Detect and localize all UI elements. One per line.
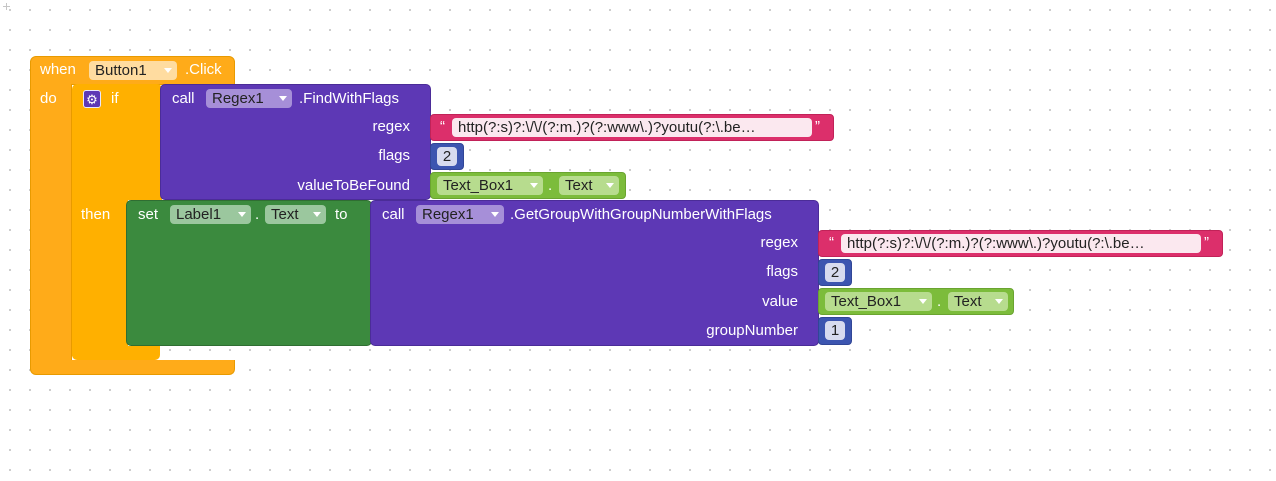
set-dot: . <box>255 206 260 223</box>
find-arg-value-label: valueToBeFound <box>297 177 410 194</box>
group-method-label: .GetGroupWithGroupNumberWithFlags <box>510 206 772 223</box>
chevron-down-icon <box>313 212 321 217</box>
find-arg-flags-label: flags <box>378 147 410 164</box>
set-label1-text-block[interactable] <box>126 200 372 346</box>
find-value-dot: . <box>548 177 553 194</box>
set-label: set <box>138 206 159 223</box>
find-with-flags-call-block[interactable] <box>160 84 431 200</box>
if-label: if <box>111 90 119 107</box>
find-regex-open-quote: “ <box>440 118 445 135</box>
group-value-component-label: Text_Box1 <box>831 293 902 310</box>
gear-icon[interactable]: ⚙ <box>83 90 101 108</box>
group-regex-text-field[interactable]: http(?:s)?:\/\/(?:m.)?(?:www\.)?youtu(?:… <box>841 234 1201 253</box>
find-regex-text-field[interactable]: http(?:s)?:\/\/(?:m.)?(?:www\.)?youtu(?:… <box>452 118 812 137</box>
when-label: when <box>40 61 76 78</box>
chevron-down-icon <box>606 183 614 188</box>
group-component-dropdown[interactable]: Regex1 <box>416 205 504 224</box>
group-arg-groupnumber-label: groupNumber <box>706 322 798 339</box>
find-value-component-dropdown[interactable]: Text_Box1 <box>437 176 543 195</box>
group-value-component-dropdown[interactable]: Text_Box1 <box>825 292 932 311</box>
chevron-down-icon <box>238 212 246 217</box>
get-group-call-block[interactable] <box>370 200 819 346</box>
find-component-dropdown[interactable]: Regex1 <box>206 89 292 108</box>
to-label: to <box>335 206 348 223</box>
then-label: then <box>81 206 111 223</box>
find-call-label: call <box>172 90 195 107</box>
find-value-property-label: Text <box>565 177 593 194</box>
group-regex-open-quote: “ <box>829 234 834 251</box>
event-block-body <box>30 84 72 362</box>
chevron-down-icon <box>491 212 499 217</box>
find-regex-close-quote: ” <box>815 118 820 135</box>
event-block-footer <box>30 360 235 375</box>
group-number-field[interactable]: 1 <box>825 321 845 340</box>
group-arg-flags-label: flags <box>766 263 798 280</box>
group-value-property-label: Text <box>954 293 982 310</box>
set-component-dropdown-label: Label1 <box>176 206 222 223</box>
chevron-down-icon <box>995 299 1003 304</box>
chevron-down-icon <box>919 299 927 304</box>
event-name-label: .Click <box>185 61 222 78</box>
group-flags-number-field[interactable]: 2 <box>825 263 845 282</box>
group-call-label: call <box>382 206 405 223</box>
set-property-dropdown[interactable]: Text <box>265 205 326 224</box>
find-value-property-dropdown[interactable]: Text <box>559 176 619 195</box>
find-flags-number-field[interactable]: 2 <box>437 147 457 166</box>
do-label: do <box>40 90 57 107</box>
set-component-dropdown[interactable]: Label1 <box>170 205 251 224</box>
group-value-dot: . <box>937 293 942 310</box>
if-block-footer <box>72 346 160 360</box>
find-method-label: .FindWithFlags <box>299 90 400 107</box>
chevron-down-icon <box>164 68 172 73</box>
component-dropdown-button1[interactable]: Button1 <box>89 61 177 80</box>
set-property-dropdown-label: Text <box>271 206 299 223</box>
chevron-down-icon <box>530 183 538 188</box>
find-component-dropdown-label: Regex1 <box>212 90 264 107</box>
group-component-dropdown-label: Regex1 <box>422 206 474 223</box>
group-regex-close-quote: ” <box>1204 234 1209 251</box>
find-value-component-label: Text_Box1 <box>443 177 514 194</box>
component-dropdown-button1-label: Button1 <box>95 62 147 79</box>
group-arg-regex-label: regex <box>760 234 798 251</box>
if-block-then-arm <box>72 198 128 356</box>
group-value-property-dropdown[interactable]: Text <box>948 292 1008 311</box>
find-arg-regex-label: regex <box>372 118 410 135</box>
chevron-down-icon <box>279 96 287 101</box>
group-arg-value-label: value <box>762 293 798 310</box>
